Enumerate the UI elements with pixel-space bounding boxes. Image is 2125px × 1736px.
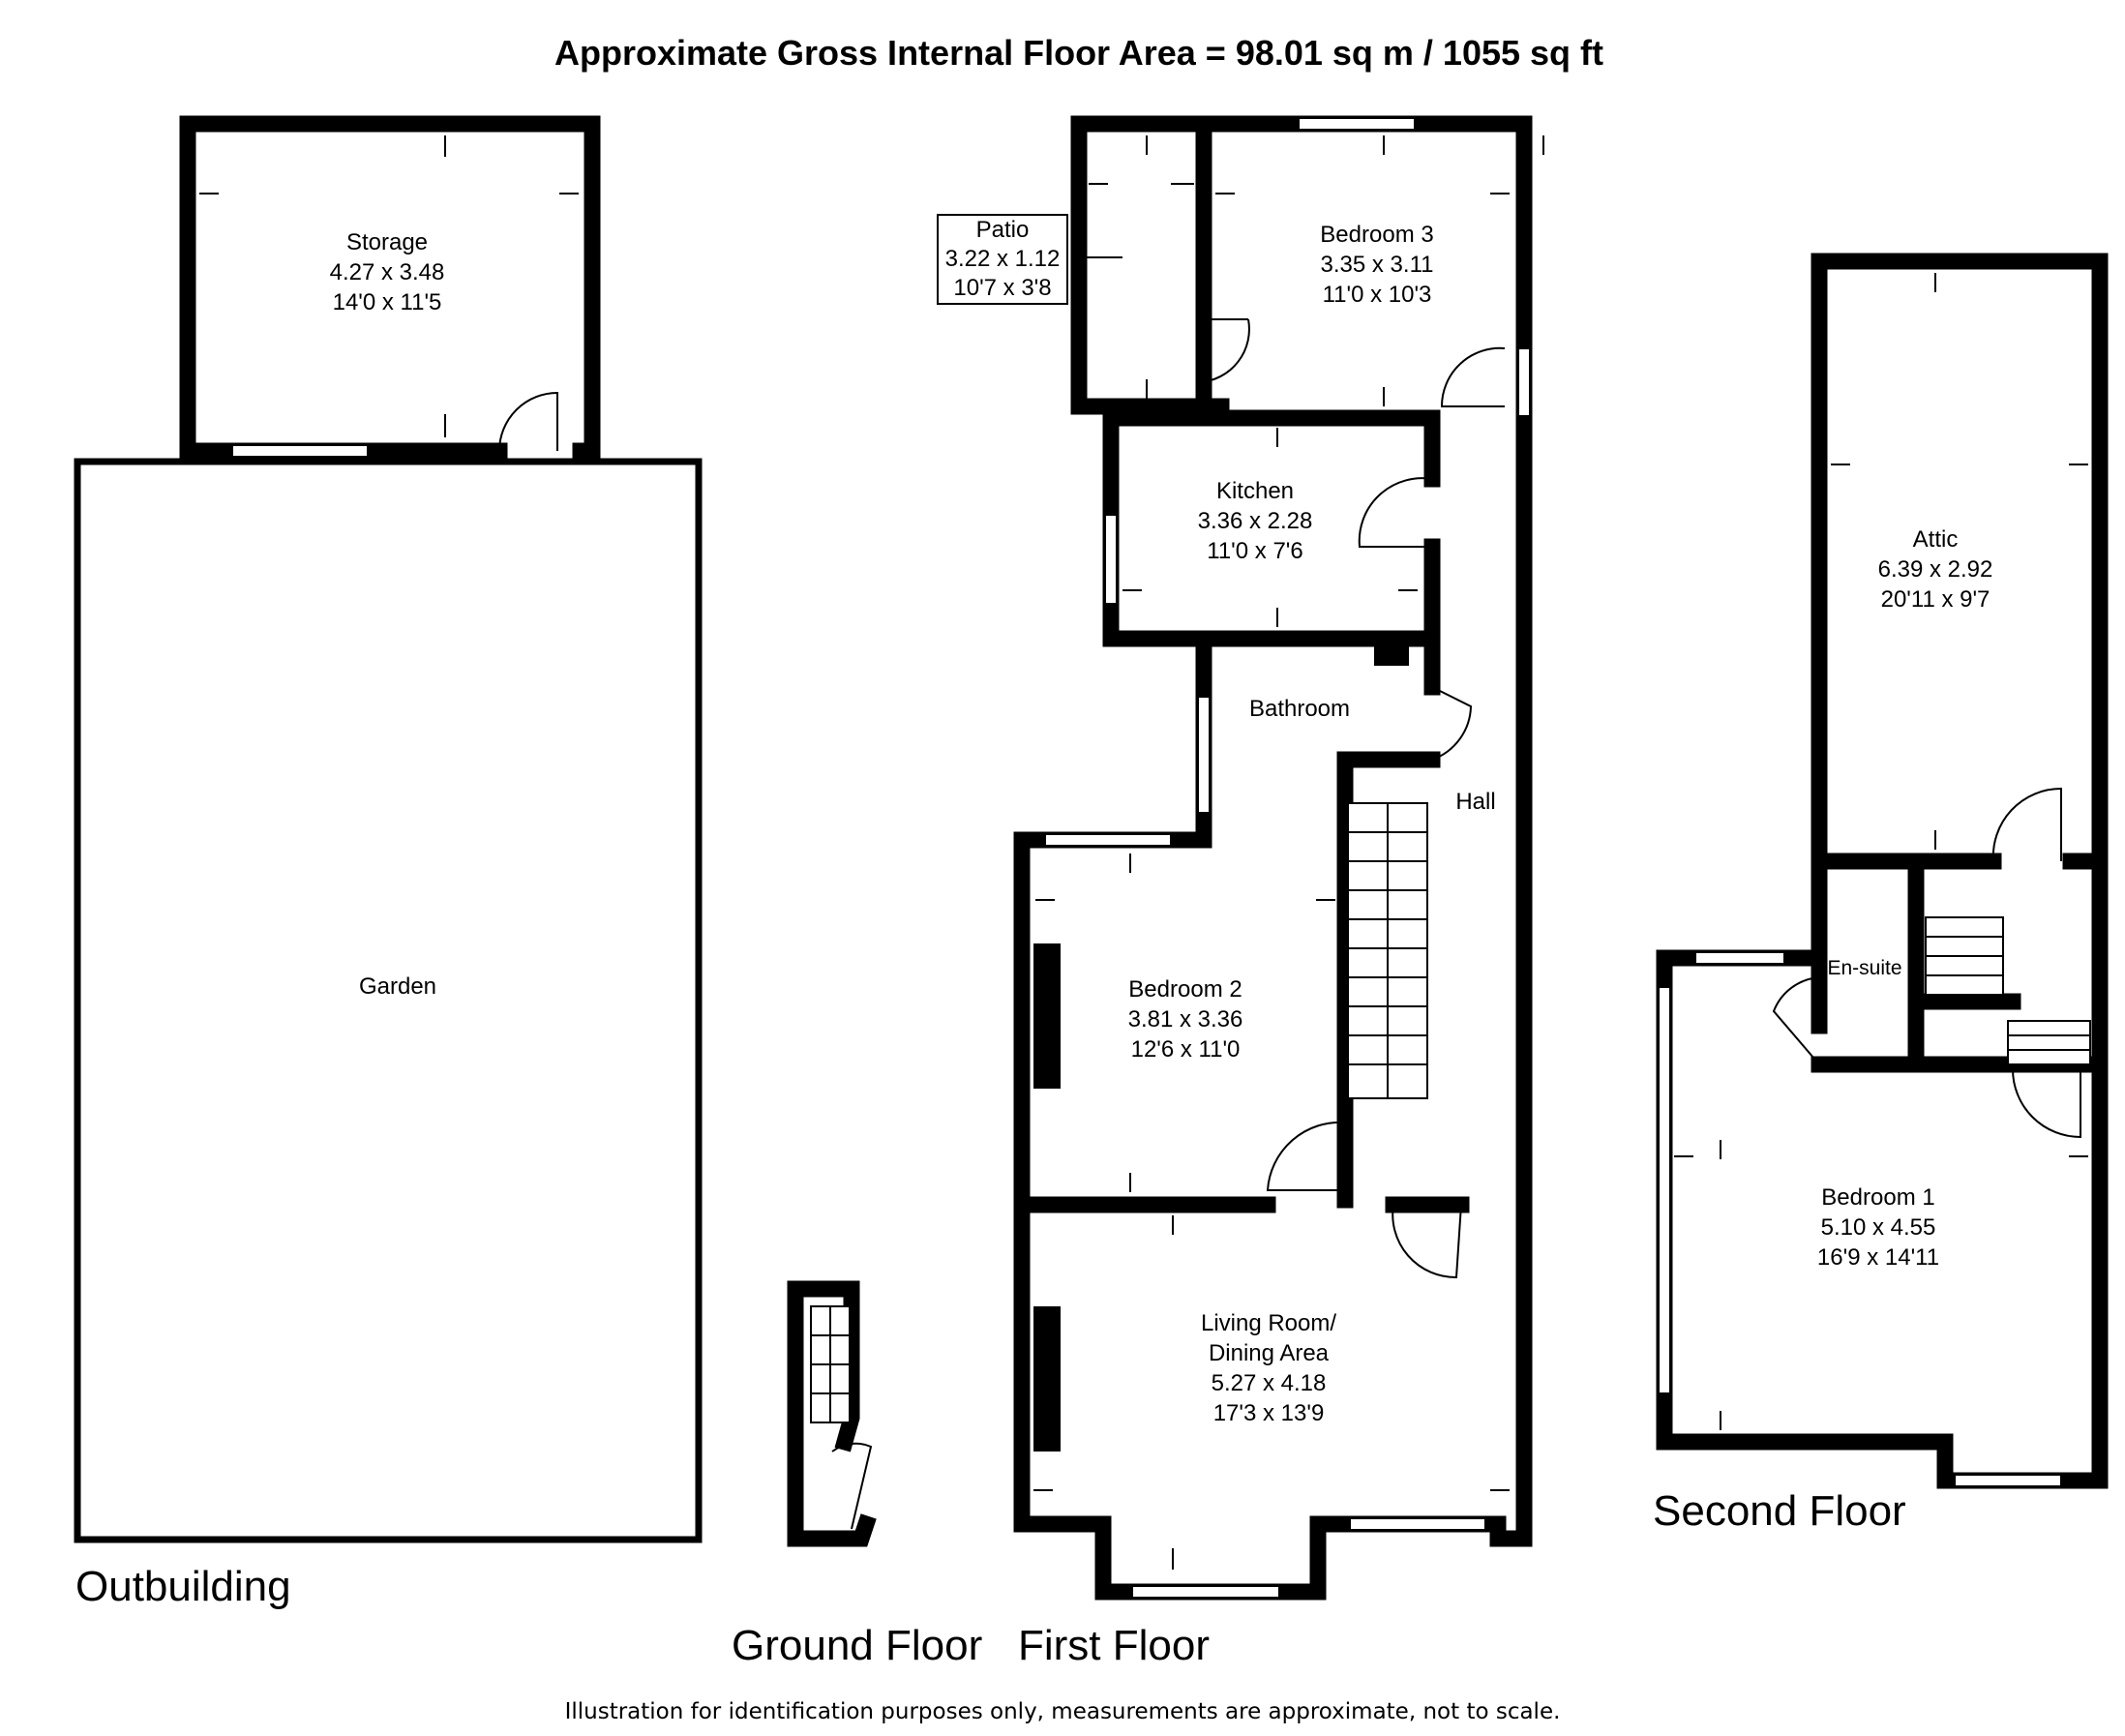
attic-door [1991, 787, 2062, 862]
chimney-block [1374, 639, 1409, 666]
first-floor-label: First Floor [1018, 1622, 1210, 1669]
attic-imperial: 20'11 x 9'7 [1881, 586, 1990, 613]
storage-room: Storage 4.27 x 3.48 14'0 x 11'5 [179, 115, 601, 460]
outbuilding-floor-label: Outbuilding [75, 1563, 291, 1610]
first-floor-stairs [1347, 802, 1428, 1099]
patio-callout [937, 214, 1068, 305]
living-metric: 5.27 x 4.18 [1212, 1370, 1327, 1396]
second-floor-label: Second Floor [1653, 1487, 1906, 1535]
ensuite-door [1772, 976, 1820, 1065]
garden-area: Garden [74, 458, 703, 1543]
garden-boundary [74, 458, 703, 1543]
living-door [1392, 1204, 1462, 1279]
living-window [1349, 1517, 1486, 1531]
bedroom2-window [1044, 833, 1172, 847]
bedroom1-imperial: 16'9 x 14'11 [1817, 1244, 1939, 1271]
attic-metric: 6.39 x 2.92 [1878, 556, 1993, 583]
second-floor-stairs-lower [2007, 1020, 2091, 1065]
patio-metric: 3.22 x 1.12 [945, 246, 1061, 272]
floor-area-title: Approximate Gross Internal Floor Area = … [554, 33, 1603, 73]
patio-door [1199, 318, 1250, 383]
chimney-breast [1033, 1306, 1061, 1452]
bedroom2-label: Bedroom 2 [1128, 976, 1242, 1003]
first-floor-arrows [1033, 135, 1544, 1570]
patio-imperial: 10'7 x 3'8 [953, 275, 1051, 301]
second-floor-arrows [1674, 273, 2088, 1430]
kitchen-label: Kitchen [1216, 478, 1294, 504]
bedroom3-imperial: 11'0 x 10'3 [1323, 282, 1432, 308]
disclaimer: Illustration for identification purposes… [565, 1699, 1561, 1724]
bay-window [1131, 1585, 1280, 1599]
storage-imperial: 14'0 x 11'5 [333, 289, 442, 315]
storage-door [498, 391, 558, 452]
bedroom2-imperial: 12'6 x 11'0 [1131, 1036, 1241, 1063]
ground-floor-plan: Ground Floor [732, 1280, 982, 1669]
bedroom1-door [2012, 1068, 2081, 1139]
bedroom1-metric: 5.10 x 4.55 [1821, 1214, 1936, 1241]
ensuite-label: En-suite [1827, 957, 1901, 979]
bedroom1-label: Bedroom 1 [1821, 1184, 1934, 1211]
bathroom-window [1197, 696, 1211, 814]
bathroom-label: Bathroom [1249, 696, 1350, 722]
living-label-line2: Dining Area [1209, 1340, 1330, 1366]
storage-label: Storage [346, 229, 428, 255]
hall-window [1517, 347, 1531, 417]
patio-label: Patio [976, 217, 1030, 243]
storage-metric: 4.27 x 3.48 [330, 259, 445, 285]
attic-label: Attic [1913, 526, 1959, 553]
storage-walls [179, 115, 601, 460]
living-label-line1: Living Room/ [1201, 1310, 1336, 1336]
bedroom3-label: Bedroom 3 [1320, 222, 1433, 248]
bedroom2-door [1266, 1121, 1346, 1191]
kitchen-door [1358, 477, 1433, 548]
living-imperial: 17'3 x 13'9 [1213, 1400, 1325, 1426]
bathroom-door [1431, 686, 1473, 761]
chimney-breast [1033, 943, 1061, 1089]
first-floor-outer-walls-left [1013, 398, 1507, 1601]
patio-walls [1070, 115, 1212, 415]
ground-floor-label: Ground Floor [732, 1622, 982, 1669]
garden-label: Garden [359, 973, 436, 1000]
hall-label: Hall [1455, 789, 1495, 815]
storage-window [231, 444, 369, 458]
ground-floor-walls-bottom [833, 1513, 877, 1547]
first-floor-plan: Patio 3.22 x 1.12 10'7 x 3'8 Bedroom 3 3… [937, 115, 1544, 1669]
kitchen-metric: 3.36 x 2.28 [1198, 508, 1313, 534]
ground-floor-door [831, 1442, 873, 1530]
kitchen-imperial: 11'0 x 7'6 [1207, 538, 1302, 564]
kitchen-window [1104, 514, 1118, 605]
bedroom3-window [1298, 117, 1416, 131]
bedroom3-door [1440, 346, 1506, 407]
bedroom1-window-side [1658, 986, 1671, 1394]
bedroom1-window-bottom [1954, 1474, 2062, 1487]
bedroom2-metric: 3.81 x 3.36 [1128, 1006, 1243, 1033]
outbuilding-plan: Storage 4.27 x 3.48 14'0 x 11'5 Garden O… [74, 115, 703, 1610]
bedroom3-metric: 3.35 x 3.11 [1321, 252, 1434, 278]
second-floor-plan: Attic 6.39 x 2.92 20'11 x 9'7 En-suite B… [1653, 253, 2109, 1535]
ensuite-window [1694, 951, 1785, 965]
second-floor-outer-walls [1656, 253, 2109, 1489]
bathroom-bottom-wall [1336, 751, 1441, 1209]
